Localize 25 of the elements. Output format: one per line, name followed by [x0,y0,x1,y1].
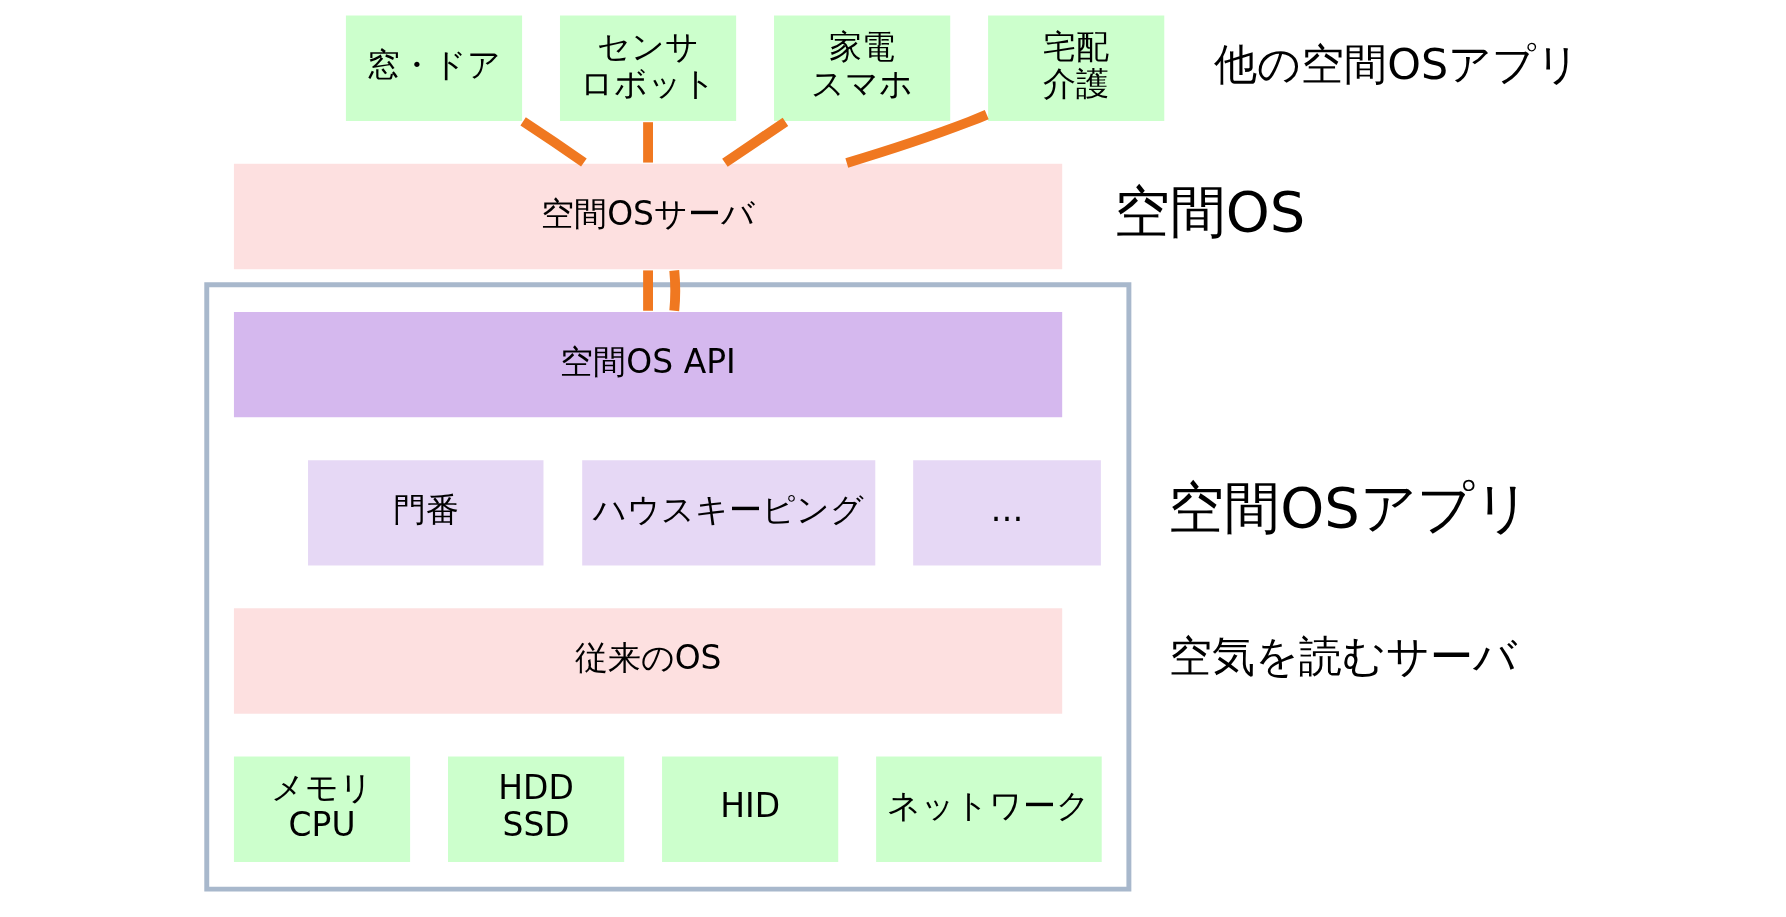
cluster [204,282,1132,892]
node-box: 門番 [306,458,546,568]
node-box: … [911,458,1103,568]
label: 空間OS [1113,178,1306,244]
label: 他の空間OSアプリ [1214,38,1581,89]
node-box: HID [660,754,840,864]
node-box: ネットワーク [874,754,1104,864]
node-box: センサ ロボット [558,13,738,123]
node-box: 従来のOS [232,606,1064,716]
connector [845,110,989,168]
connector [520,117,587,167]
connector [643,122,653,163]
label: 空気を読むサーバ [1168,631,1517,682]
node-box: 空間OS API [232,310,1064,419]
node-box: メモリ CPU [232,754,412,864]
connector [669,269,681,312]
connector [643,270,653,311]
node-box: 空間OSサーバ [232,162,1064,271]
node-box: 家電 スマホ [772,13,952,123]
connector [722,117,789,167]
node-box: 窓・ドア [344,13,524,123]
node-box: ハウスキーピング [580,458,877,568]
node-box: 宅配 介護 [986,13,1166,123]
label: 空間OSアプリ [1168,475,1531,541]
node-box: HDD SSD [446,754,626,864]
